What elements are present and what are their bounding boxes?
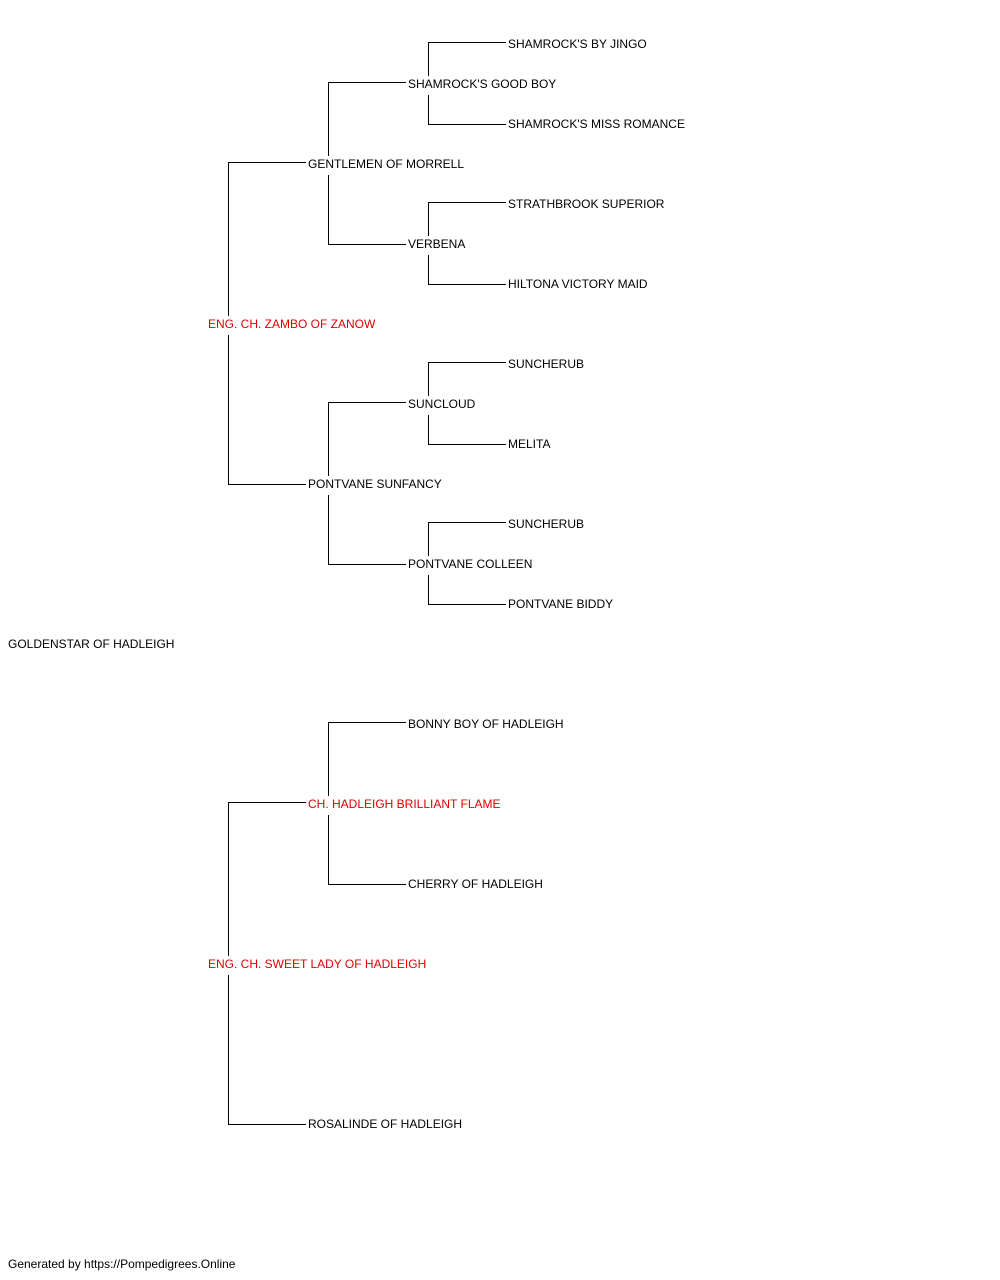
dam: ENG. CH. SWEET LADY OF HADLEIGH [208,957,429,971]
connector-sddd [428,575,506,605]
connector-ssdd [428,255,506,285]
connector-dam [228,335,306,485]
dam-sire: CH. HADLEIGH BRILLIANT FLAME [308,797,503,811]
connector-dam-sire-sire [328,722,406,796]
sire-dam-dam-dam: PONTVANE BIDDY [508,597,616,611]
connector-sdds [428,522,506,556]
dam-sire-sire: BONNY BOY OF HADLEIGH [408,717,566,731]
sire-dam: PONTVANE SUNFANCY [308,477,444,491]
pedigree-subject: GOLDENSTAR OF HADLEIGH [8,637,177,651]
connector-sdsd [428,415,506,445]
sire-dam-sire-sire: SUNCHERUB [508,357,587,371]
connector-sdss [428,362,506,396]
connector-sire [228,162,306,316]
sire-sire-sire-sire: SHAMROCK'S BY JINGO [508,37,649,51]
connector-sire-dam-dam [328,495,406,565]
sire-dam-sire-dam: MELITA [508,437,553,451]
connector-dam-sire-dam [328,815,406,885]
sire-dam-dam: PONTVANE COLLEEN [408,557,535,571]
sire-dam-dam-sire: SUNCHERUB [508,517,587,531]
sire-sire-sire: SHAMROCK'S GOOD BOY [408,77,559,91]
connector-sire-sire-sire [328,82,406,156]
connector-dam-dam [228,975,306,1125]
connector-sire-sire-dam [328,175,406,245]
connector-dam-sire [228,802,306,956]
sire-sire-sire-dam: SHAMROCK'S MISS ROMANCE [508,117,687,131]
dam-dam: ROSALINDE OF HADLEIGH [308,1117,465,1131]
generated-by-footer: Generated by https://Pompedigrees.Online [8,1257,236,1271]
sire-sire: GENTLEMEN OF MORRELL [308,157,467,171]
sire-dam-sire: SUNCLOUD [408,397,478,411]
connector-ssss [428,42,506,76]
connector-sssd [428,95,506,125]
sire-sire-dam-dam: HILTONA VICTORY MAID [508,277,650,291]
dam-sire-dam: CHERRY OF HADLEIGH [408,877,545,891]
sire: ENG. CH. ZAMBO OF ZANOW [208,317,378,331]
sire-sire-dam: VERBENA [408,237,468,251]
connector-sire-dam-sire [328,402,406,476]
sire-sire-dam-sire: STRATHBROOK SUPERIOR [508,197,667,211]
connector-ssds [428,202,506,236]
